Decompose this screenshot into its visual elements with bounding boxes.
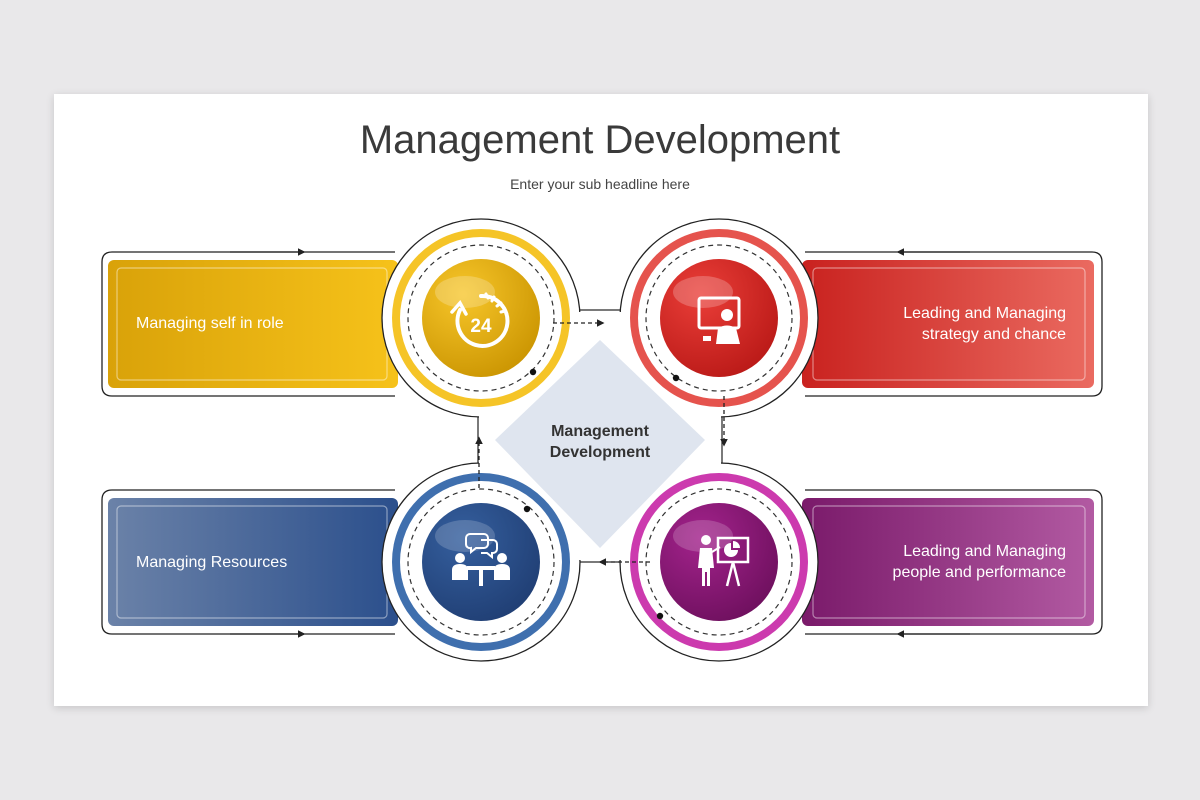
label-line: Leading and Managing: [903, 543, 1066, 560]
label-line: Managing self in role: [136, 315, 284, 332]
clock-24-text: 24: [470, 316, 492, 337]
meeting-table-icon: [452, 533, 510, 586]
red-bar-outline: [805, 251, 1103, 397]
red-bar: [802, 260, 1094, 388]
blue-core: [422, 503, 540, 621]
hub-label-line2: Development: [549, 444, 651, 461]
label-line: Leading and Managing: [903, 305, 1066, 322]
hub-label: Management Development: [520, 421, 680, 463]
red-step: [630, 229, 808, 407]
clock-24-icon: [450, 292, 510, 348]
label-line: Managing Resources: [136, 554, 288, 571]
label-leading-people: Leading and Managing people and performa…: [893, 541, 1066, 583]
red-core: [660, 259, 778, 377]
presentation-chart-icon: [698, 535, 750, 587]
slide-title: Management Development: [359, 118, 841, 162]
purple-bar-outline: [805, 489, 1103, 635]
outline-arrows: [101, 248, 1103, 638]
slide-subtitle: Enter your sub headline here: [510, 176, 690, 192]
label-managing-self: Managing self in role: [136, 313, 284, 334]
yellow-bar-outline: [101, 251, 395, 397]
hub-shape: [495, 340, 705, 548]
blue-bar-outline: [101, 489, 395, 635]
purple-bar: [802, 498, 1094, 626]
hub-label-line1: Management: [551, 423, 649, 440]
blue-bar: [108, 498, 398, 626]
label-leading-strategy: Leading and Managing strategy and chance: [903, 303, 1066, 345]
presenter-monitor-icon: [697, 296, 741, 344]
purple-step: [630, 473, 808, 651]
label-line: people and performance: [892, 564, 1066, 581]
label-managing-resources: Managing Resources: [136, 552, 287, 573]
blue-step: [392, 473, 570, 651]
yellow-core: [422, 259, 540, 377]
cycle-connectors: [475, 319, 728, 566]
label-line: strategy and chance: [921, 326, 1066, 343]
yellow-bar: [108, 260, 398, 388]
yellow-step: 24: [392, 229, 570, 407]
